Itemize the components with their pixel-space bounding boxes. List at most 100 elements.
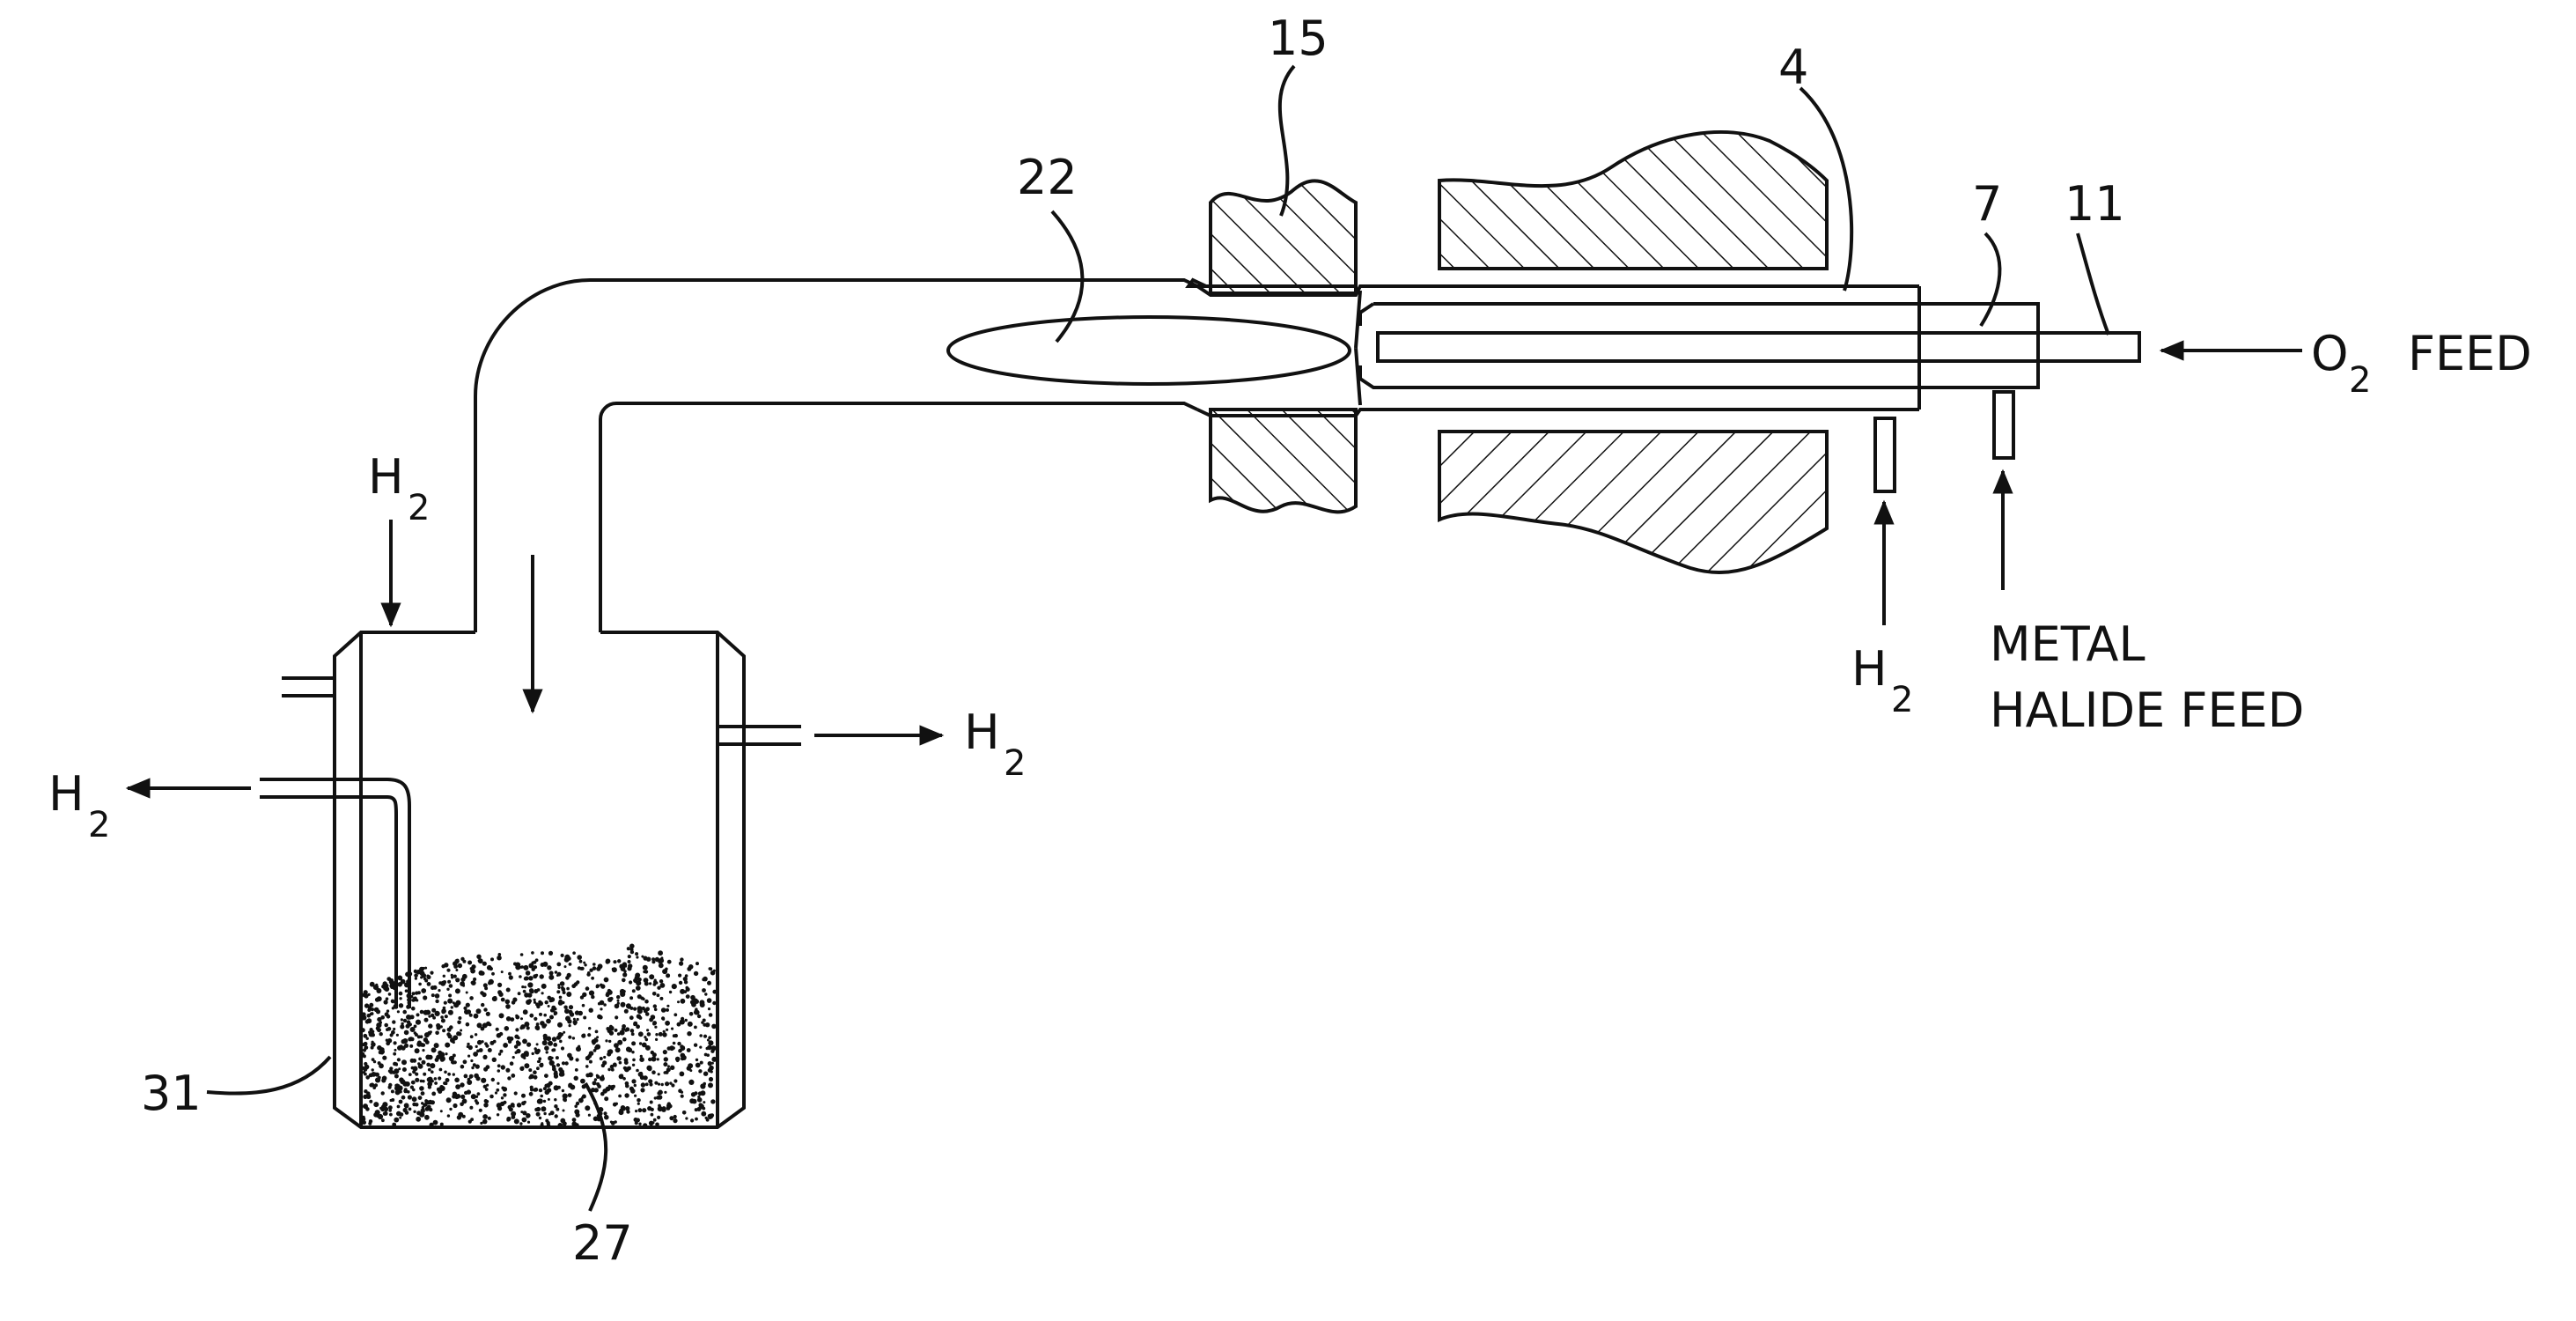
powder-dot xyxy=(373,1060,376,1063)
powder-dot xyxy=(476,1008,482,1014)
powder-dot xyxy=(445,1015,448,1018)
powder-dot xyxy=(507,1076,511,1080)
powder-dot xyxy=(700,1083,705,1089)
powder-dot xyxy=(624,1060,629,1065)
powder-dot xyxy=(680,1072,685,1077)
powder-dot xyxy=(451,1006,453,1008)
powder-dot xyxy=(644,1000,649,1004)
powder-dot xyxy=(412,992,416,995)
powder-dot xyxy=(555,1114,558,1118)
powder-dot xyxy=(453,1073,455,1075)
powder-dot xyxy=(431,1092,436,1096)
powder-dot xyxy=(522,1039,527,1044)
powder-dot xyxy=(572,1037,575,1039)
powder-dot xyxy=(616,1056,621,1060)
powder-dot xyxy=(369,1100,372,1103)
powder-dot xyxy=(697,1015,701,1018)
powder-dot xyxy=(534,1088,538,1092)
powder-dot xyxy=(643,965,648,970)
powder-dot xyxy=(686,987,690,992)
powder-dot xyxy=(548,1041,553,1046)
powder-dot xyxy=(601,1064,605,1067)
powder-dot xyxy=(396,1034,399,1037)
powder-dot xyxy=(470,969,475,974)
svg-text:2: 2 xyxy=(88,805,110,845)
powder-dot xyxy=(403,1019,407,1022)
powder-dot xyxy=(665,1071,668,1074)
powder-dot xyxy=(569,1024,571,1027)
powder-dot xyxy=(570,1085,575,1090)
powder-dot xyxy=(635,1110,637,1112)
powder-dot xyxy=(421,1102,423,1104)
powder-dot xyxy=(503,1101,506,1104)
powder-dot xyxy=(577,955,582,960)
powder-dot xyxy=(534,1108,538,1111)
powder-dot xyxy=(479,970,484,976)
powder-dot xyxy=(556,990,560,993)
powder-dot xyxy=(499,1032,503,1036)
powder-dot xyxy=(711,1024,717,1029)
powder-dot xyxy=(550,1008,554,1012)
powder-dot xyxy=(512,1056,515,1059)
powder-dot xyxy=(481,1078,486,1083)
powder-dot xyxy=(451,974,453,977)
powder-dot xyxy=(613,960,616,963)
o2-letter: O xyxy=(2311,326,2349,381)
powder-dot xyxy=(622,978,626,983)
powder-dot xyxy=(439,1068,443,1072)
powder-dot xyxy=(591,1088,595,1092)
powder-dot xyxy=(430,1030,432,1033)
powder-dot xyxy=(691,1092,696,1096)
powder-dot xyxy=(467,1080,472,1085)
powder-dot xyxy=(689,1012,694,1016)
powder-dot xyxy=(711,1062,714,1065)
powder-dot xyxy=(569,1056,573,1060)
powder-dot xyxy=(411,1007,416,1011)
powder-dot xyxy=(453,975,457,978)
powder-dot xyxy=(364,1062,367,1066)
powder-dot xyxy=(397,1058,401,1061)
powder-dot xyxy=(446,1097,452,1103)
powder-dot xyxy=(457,1021,461,1025)
powder-dot xyxy=(673,1013,677,1016)
powder-dot xyxy=(527,999,532,1003)
powder-dot xyxy=(526,1053,529,1057)
powder-dot xyxy=(362,1043,365,1046)
powder-dot xyxy=(379,1051,383,1055)
powder-dot xyxy=(411,1081,416,1085)
powder-dot xyxy=(600,1076,605,1081)
powder-dot xyxy=(445,1043,450,1048)
powder-dot xyxy=(624,964,628,968)
powder-dot xyxy=(627,947,630,950)
powder-dot xyxy=(563,1121,567,1125)
powder-dot xyxy=(463,1059,467,1064)
powder-dot xyxy=(563,991,566,994)
powder-dot xyxy=(420,1043,424,1047)
powder-dot xyxy=(446,988,449,991)
powder-dot xyxy=(394,1118,399,1123)
powder-dot xyxy=(633,1007,637,1011)
powder-dot xyxy=(685,1019,688,1022)
powder-dot xyxy=(606,960,610,964)
powder-dot xyxy=(660,983,666,988)
powder-dot xyxy=(418,1064,423,1069)
metal-halide-line1: METAL xyxy=(1990,616,2145,672)
powder-dot xyxy=(404,1030,409,1036)
powder-dot xyxy=(609,1026,615,1031)
powder-dot xyxy=(416,1117,421,1122)
powder-dot xyxy=(592,1081,597,1085)
powder-dot xyxy=(537,1060,540,1063)
powder-dot xyxy=(678,974,681,978)
powder-dot xyxy=(558,1000,563,1004)
powder-dot xyxy=(462,1099,467,1104)
powder-dot xyxy=(435,1031,439,1036)
powder-dot xyxy=(413,1111,416,1113)
powder-dot xyxy=(457,1115,461,1119)
powder-dot xyxy=(406,1024,410,1029)
powder-dot xyxy=(496,1028,499,1031)
vessel-right-outlet xyxy=(718,727,801,744)
powder-dot xyxy=(498,1052,501,1055)
powder-dot xyxy=(664,1091,666,1094)
svg-text:H: H xyxy=(48,766,85,822)
powder-dot xyxy=(478,958,483,963)
